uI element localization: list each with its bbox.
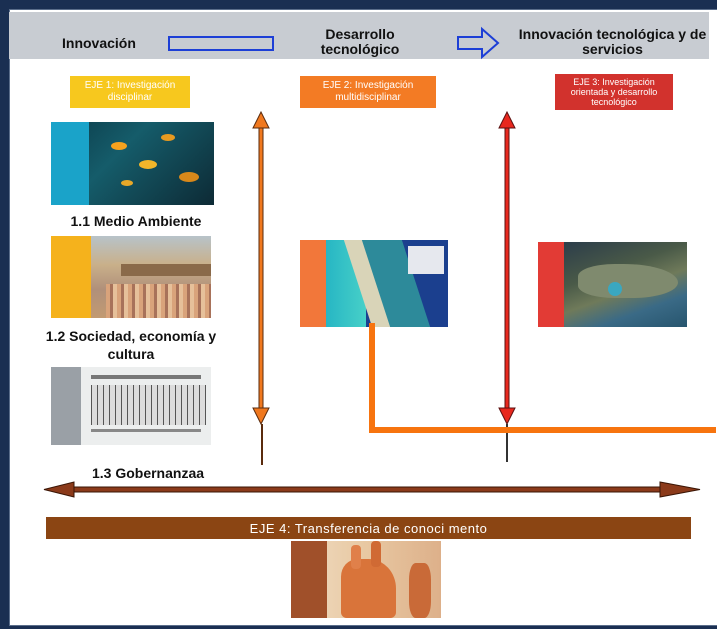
header-right-arrow-icon xyxy=(457,26,500,60)
brown-horizontal-arrow xyxy=(43,481,701,498)
orange-connector-line xyxy=(369,323,716,433)
eje3-aerial-image xyxy=(538,242,687,327)
header-desarrollo-tecnologico: Desarrollo tecnológico xyxy=(320,26,400,57)
gobernanza-image xyxy=(51,367,211,445)
sociedad-image xyxy=(51,236,211,318)
sociedad-caption: 1.2 Sociedad, economía y cultura xyxy=(45,328,217,362)
eje2-box: EJE 2: Investigación multidisciplinar xyxy=(300,76,436,108)
header-innovacion-servicios: Innovación tecnológica y de servicios xyxy=(518,26,707,57)
eje4-bar: EJE 4: Transferencia de conoci mento xyxy=(46,517,691,539)
medio-ambiente-image xyxy=(51,122,214,205)
eje3-box: EJE 3: Investigación orientada y desarro… xyxy=(555,74,673,110)
header-innovacion: Innovación xyxy=(62,35,136,51)
eje1-box: EJE 1: Investigación disciplinar xyxy=(70,76,190,108)
gobernanza-caption: 1.3 Gobernanzaa xyxy=(91,465,205,481)
medio-ambiente-caption: 1.1 Medio Ambiente xyxy=(70,213,202,229)
header-outline-bar xyxy=(168,36,274,51)
red-vertical-arrow xyxy=(498,110,516,426)
header-bar xyxy=(9,12,709,59)
orange-vertical-arrow xyxy=(252,110,270,426)
transferencia-image xyxy=(291,541,441,618)
eje2-satellite-image xyxy=(300,240,448,327)
